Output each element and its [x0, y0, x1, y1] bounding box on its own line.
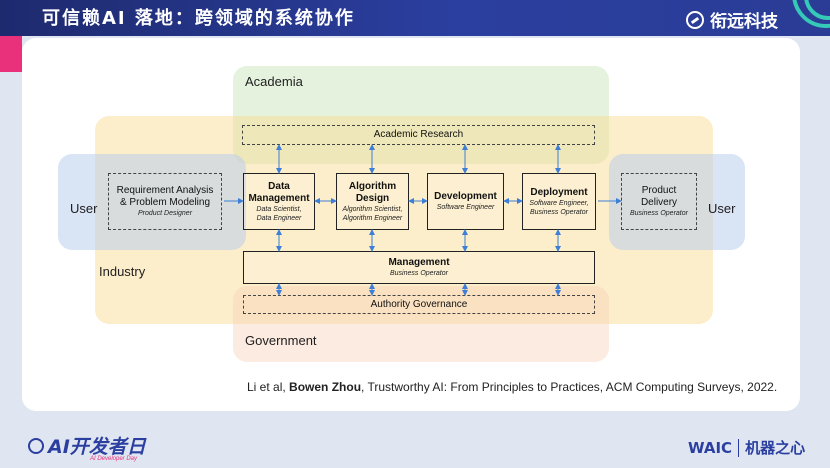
- jiqizhixin-logo: 机器之心: [745, 439, 806, 457]
- header-accent: [0, 36, 22, 72]
- academia-label: Academia: [245, 74, 303, 89]
- algo-title-1: Algorithm: [348, 180, 397, 192]
- data-mgmt-role-2: Data Engineer: [256, 214, 302, 222]
- management-role: Business Operator: [390, 270, 448, 277]
- deployment-role-2: Business Operator: [530, 208, 588, 216]
- government-label: Government: [245, 333, 317, 348]
- product-delivery-role: Business Operator: [630, 210, 688, 217]
- management-title: Management: [388, 257, 450, 268]
- waic-logo: WAIC: [688, 438, 733, 457]
- academic-research-label: Academic Research: [373, 129, 464, 140]
- authority-governance-label: Authority Governance: [370, 298, 468, 310]
- brand-icon: [686, 10, 704, 29]
- ai-developer-day-logo: AI开发者日: [28, 432, 146, 459]
- requirement-analysis-box: Requirement Analysis & Problem Modeling …: [108, 173, 222, 230]
- user-right-zone: [609, 154, 745, 250]
- partner-logos: WAIC 机器之心: [688, 437, 805, 458]
- page-title: 可信赖AI 落地：跨领域的系统协作: [42, 8, 355, 29]
- data-mgmt-title-1: Data: [268, 180, 290, 192]
- citation-prefix: Li et al,: [247, 380, 290, 394]
- data-mgmt-role-1: Data Scientist,: [256, 205, 302, 213]
- logo-separator: [738, 438, 740, 457]
- authority-governance-box: Authority Governance: [243, 295, 595, 314]
- deployment-role-1: Software Engineer,: [529, 199, 589, 207]
- ai-day-name: AI开发者日: [48, 436, 146, 458]
- user-left-label: User: [70, 201, 98, 216]
- brand-logo: 衔远科技: [686, 7, 778, 32]
- brand-name: 衔远科技: [710, 12, 778, 32]
- user-left-zone: [58, 154, 246, 250]
- ai-day-icon: [28, 437, 44, 454]
- deployment-title: Deployment: [530, 186, 588, 198]
- citation-author: Bowen Zhou: [289, 380, 362, 394]
- development-title: Development: [434, 191, 497, 202]
- algo-role-1: Algorithm Scientist,: [342, 205, 403, 213]
- ai-day-subtitle: AI Developer Day: [90, 456, 138, 462]
- citation-rest: , Trustworthy AI: From Principles to Pra…: [361, 380, 778, 394]
- product-delivery-title-1: Product: [641, 185, 677, 196]
- academia-zone: [233, 66, 609, 164]
- industry-label: Industry: [99, 264, 146, 279]
- decorative-arcs: [760, 0, 830, 36]
- algo-role-2: Algorithm Engineer: [342, 214, 403, 222]
- development-role: Software Engineer: [436, 204, 495, 211]
- algo-title-2: Design: [355, 192, 390, 204]
- requirement-role: Product Designer: [137, 210, 193, 217]
- deployment-box: Deployment Software Engineer, Business O…: [522, 173, 596, 230]
- academic-research-box: Academic Research: [242, 125, 595, 145]
- government-zone: [233, 286, 609, 362]
- citation: Li et al, Bowen Zhou, Trustworthy AI: Fr…: [247, 380, 777, 394]
- user-right-label: User: [708, 201, 736, 216]
- requirement-title-1: Requirement Analysis: [116, 185, 214, 196]
- data-mgmt-title-2: Management: [248, 192, 310, 204]
- requirement-title-2: & Problem Modeling: [119, 197, 211, 208]
- management-box: Management Business Operator: [243, 251, 595, 284]
- product-delivery-title-2: Delivery: [640, 197, 678, 208]
